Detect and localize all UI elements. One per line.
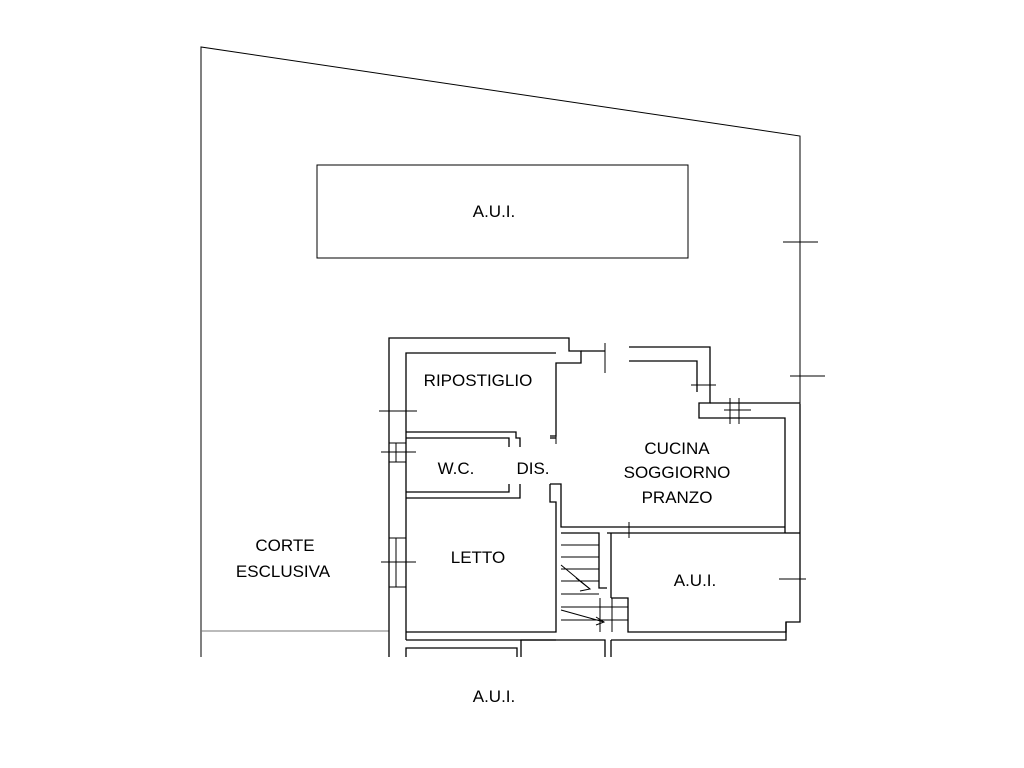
label-esclusiva: ESCLUSIVA [236,562,331,581]
label-soggiorno: SOGGIORNO [624,463,731,482]
label-wc: W.C. [438,459,475,478]
room-labels: A.U.I. RIPOSTIGLIO W.C. DIS. CUCINA SOGG… [236,202,730,706]
lot-boundary [200,46,801,657]
label-aui-right: A.U.I. [674,571,717,590]
label-dis: DIS. [516,459,549,478]
label-cucina: CUCINA [644,439,710,458]
opening-ticks [379,343,751,588]
boundary-ticks [779,241,825,580]
staircase [560,544,628,632]
interior-walls [406,431,787,633]
aui-top-block [316,164,689,259]
label-letto: LETTO [451,548,505,567]
label-pranzo: PRANZO [642,488,713,507]
label-ripostiglio: RIPOSTIGLIO [424,371,533,390]
label-aui-top: A.U.I. [473,202,516,221]
label-aui-bottom: A.U.I. [473,687,516,706]
label-corte: CORTE [255,536,314,555]
